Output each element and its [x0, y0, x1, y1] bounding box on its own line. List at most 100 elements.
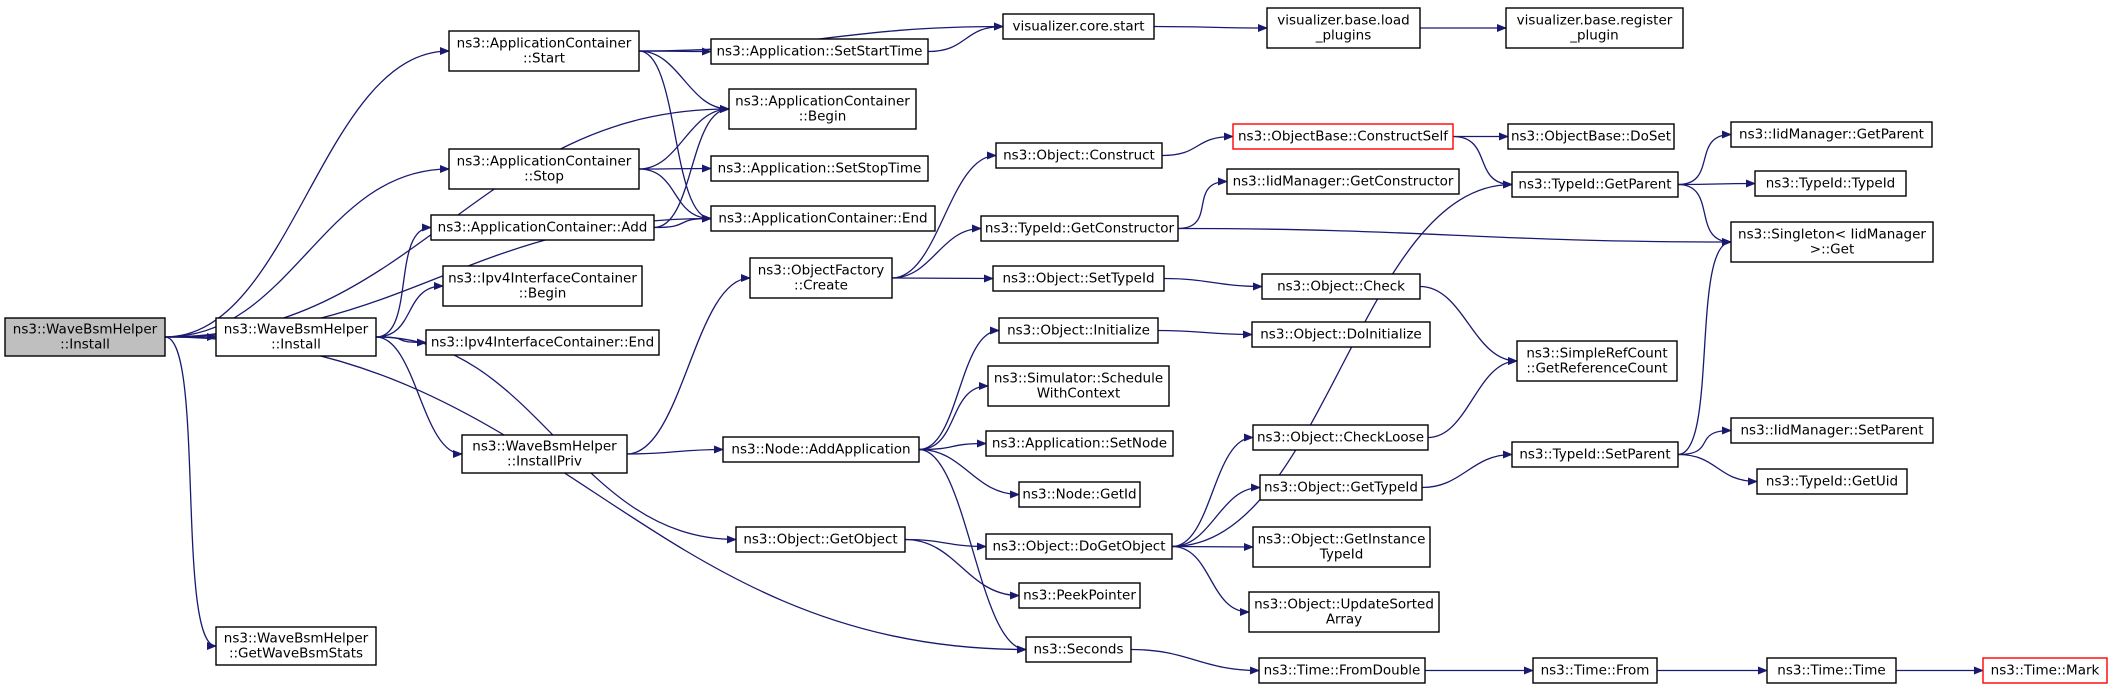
node-label: ::InstallPriv	[507, 454, 582, 470]
node-box	[1025, 636, 1132, 663]
node-box	[985, 430, 1174, 457]
node-label: ns3::Object::GetInstance	[1258, 532, 1426, 548]
node-label: ns3::Application::SetStopTime	[718, 161, 922, 177]
node-label: ns3::Ipv4InterfaceContainer	[448, 271, 637, 287]
node-vis-load[interactable]: visualizer.base.load_plugins	[1266, 7, 1421, 49]
node-ac-add[interactable]: ns3::ApplicationContainer::Add	[430, 214, 655, 241]
node-srefcount[interactable]: ns3::SimpleRefCount::GetReferenceCount	[1516, 340, 1678, 382]
node-obj-getobject[interactable]: ns3::Object::GetObject	[735, 526, 906, 553]
node-ac-stop[interactable]: ns3::ApplicationContainer::Stop	[448, 148, 640, 190]
node-tid-getuid[interactable]: ns3::TypeId::GetUid	[1756, 468, 1908, 495]
node-obj-dogetobject[interactable]: ns3::Object::DoGetObject	[985, 533, 1173, 560]
edge-tid-setparent-to-tid-getuid	[1677, 453, 1758, 486]
node-tid-getctor[interactable]: ns3::TypeId::GetConstructor	[980, 215, 1179, 242]
node-box	[4, 317, 166, 357]
node-box	[749, 257, 893, 299]
node-ob-doset[interactable]: ns3::ObjectBase::DoSet	[1507, 123, 1675, 150]
node-obj-gettypeid[interactable]: ns3::Object::GetTypeId	[1259, 474, 1423, 501]
node-ac-end[interactable]: ns3::ApplicationContainer::End	[710, 205, 936, 232]
node-box	[1232, 123, 1454, 150]
node-node-addapp[interactable]: ns3::Node::AddApplication	[722, 436, 920, 463]
node-obj-settypeid[interactable]: ns3::Object::SetTypeId	[992, 265, 1165, 292]
node-node-getid[interactable]: ns3::Node::GetId	[1018, 481, 1141, 508]
node-box	[1002, 13, 1155, 40]
node-label: _plugins	[1315, 28, 1372, 44]
node-box	[1730, 221, 1934, 263]
node-label: ns3::ApplicationContainer	[735, 94, 910, 110]
node-getstats[interactable]: ns3::WaveBsmHelper::GetWaveBsmStats	[215, 626, 377, 666]
node-label: ns3::Simulator::Schedule	[994, 371, 1163, 387]
node-tid-getparent[interactable]: ns3::TypeId::GetParent	[1511, 171, 1679, 198]
node-iid-setparent[interactable]: ns3::IidManager::SetParent	[1730, 417, 1934, 444]
node-box	[998, 317, 1159, 344]
edge-ac-start-to-ac-begin	[638, 50, 730, 113]
node-of-create[interactable]: ns3::ObjectFactory::Create	[749, 257, 893, 299]
node-seconds[interactable]: ns3::Seconds	[1025, 636, 1132, 663]
node-obj-checkloose[interactable]: ns3::Object::CheckLoose	[1252, 424, 1429, 451]
edge-obj-getobject-to-obj-dogetobject	[904, 538, 987, 551]
edge-obj-construct-to-ob-constructself	[1161, 132, 1234, 157]
node-obj-construct[interactable]: ns3::Object::Construct	[995, 142, 1163, 169]
node-ac-begin[interactable]: ns3::ApplicationContainer::Begin	[728, 88, 917, 130]
node-obj-check[interactable]: ns3::Object::Check	[1261, 273, 1421, 300]
node-box	[425, 329, 660, 356]
node-tid-typeid[interactable]: ns3::TypeId::TypeId	[1754, 170, 1907, 197]
node-obj-initialize[interactable]: ns3::Object::Initialize	[998, 317, 1159, 344]
edge-install-to-ac-start	[164, 47, 450, 338]
node-label: >::Get	[1810, 242, 1854, 258]
node-app-setstart[interactable]: ns3::Application::SetStartTime	[710, 38, 929, 65]
node-install2[interactable]: ns3::WaveBsmHelper::Install	[215, 317, 377, 357]
node-box	[710, 205, 936, 232]
node-label: ns3::TypeId::SetParent	[1519, 447, 1670, 463]
node-iid-getparent[interactable]: ns3::IidManager::GetParent	[1730, 121, 1933, 148]
node-app-setstop[interactable]: ns3::Application::SetStopTime	[710, 155, 929, 182]
node-label: ns3::Object::DoGetObject	[992, 539, 1165, 555]
node-label: ns3::Object::Initialize	[1007, 323, 1150, 339]
node-label: ns3::PeekPointer	[1023, 588, 1136, 604]
node-time-mark[interactable]: ns3::Time::Mark	[1982, 657, 2108, 684]
node-ob-constructself[interactable]: ns3::ObjectBase::ConstructSelf	[1232, 123, 1454, 150]
node-box	[1266, 7, 1421, 49]
node-time-time[interactable]: ns3::Time::Time	[1766, 657, 1897, 684]
node-vis-start[interactable]: visualizer.core.start	[1002, 13, 1155, 40]
node-install[interactable]: ns3::WaveBsmHelper::Install	[4, 317, 166, 357]
node-label: ns3::Node::GetId	[1022, 487, 1136, 503]
node-box	[448, 30, 640, 72]
node-singleton-get[interactable]: ns3::Singleton< IidManager >::Get	[1730, 221, 1934, 263]
node-label: ns3::Object::GetTypeId	[1264, 480, 1418, 496]
node-box	[442, 265, 643, 307]
node-ac-start[interactable]: ns3::ApplicationContainer::Start	[448, 30, 640, 72]
node-label: ::Begin	[519, 286, 567, 302]
node-obj-doinit[interactable]: ns3::Object::DoInitialize	[1251, 321, 1431, 348]
node-box	[1505, 7, 1684, 49]
node-ipv4-begin[interactable]: ns3::Ipv4InterfaceContainer::Begin	[442, 265, 643, 307]
node-time-from[interactable]: ns3::Time::From	[1532, 657, 1658, 684]
node-label: ns3::Time::FromDouble	[1264, 663, 1421, 679]
edge-install-to-getstats	[164, 336, 217, 650]
edge-node-addapp-to-obj-initialize	[918, 326, 1000, 451]
node-vis-register[interactable]: visualizer.base.register_plugin	[1505, 7, 1684, 49]
edge-of-create-to-obj-construct	[891, 151, 997, 279]
node-peekpointer[interactable]: ns3::PeekPointer	[1018, 582, 1141, 609]
node-label: ns3::Singleton< IidManager	[1738, 227, 1926, 243]
node-app-setnode[interactable]: ns3::Application::SetNode	[985, 430, 1174, 457]
edge-node-addapp-to-app-setnode	[918, 439, 987, 451]
node-label: ::GetWaveBsmStats	[229, 646, 363, 662]
node-installpriv[interactable]: ns3::WaveBsmHelper::InstallPriv	[461, 434, 628, 474]
node-ipv4-end[interactable]: ns3::Ipv4InterfaceContainer::End	[425, 329, 660, 356]
node-label: ns3::WaveBsmHelper	[13, 322, 158, 338]
node-box	[995, 142, 1163, 169]
node-label: ::Start	[523, 51, 565, 67]
edge-node-addapp-to-node-getid	[918, 448, 1020, 499]
node-iid-getctor[interactable]: ns3::IidManager::GetConstructor	[1226, 168, 1460, 195]
node-tid-setparent[interactable]: ns3::TypeId::SetParent	[1511, 441, 1679, 468]
node-label: ::Create	[794, 278, 848, 294]
node-box	[1730, 121, 1933, 148]
edge-install2-to-installpriv	[375, 336, 463, 458]
node-time-fromdouble[interactable]: ns3::Time::FromDouble	[1258, 657, 1426, 684]
node-label: ns3::ObjectFactory	[758, 263, 885, 279]
node-label: ns3::Object::CheckLoose	[1257, 430, 1424, 446]
